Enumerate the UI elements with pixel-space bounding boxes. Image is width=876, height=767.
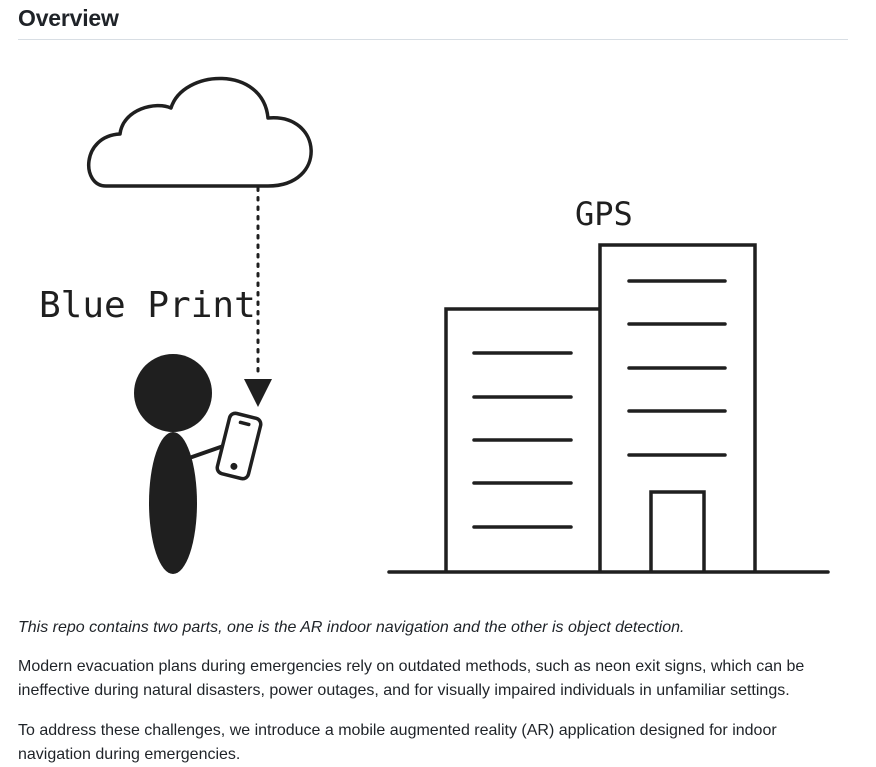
heading-divider — [18, 39, 848, 40]
download-arrow — [244, 186, 272, 407]
building-icon — [387, 243, 830, 574]
gps-label: GPS — [575, 195, 633, 233]
readme-page: Overview Blue Print — [18, 0, 848, 767]
person-icon — [134, 354, 234, 574]
smartphone-icon — [215, 411, 263, 481]
overview-illustration: Blue Print GPS — [18, 55, 848, 590]
solution-paragraph: To address these challenges, we introduc… — [18, 722, 777, 763]
problem-paragraph: Modern evacuation plans during emergenci… — [18, 658, 805, 699]
intro-paragraph: This repo contains two parts, one is the… — [18, 619, 685, 636]
section-heading: Overview — [18, 5, 119, 31]
blueprint-label: Blue Print — [39, 285, 256, 326]
cloud-icon — [86, 76, 313, 188]
